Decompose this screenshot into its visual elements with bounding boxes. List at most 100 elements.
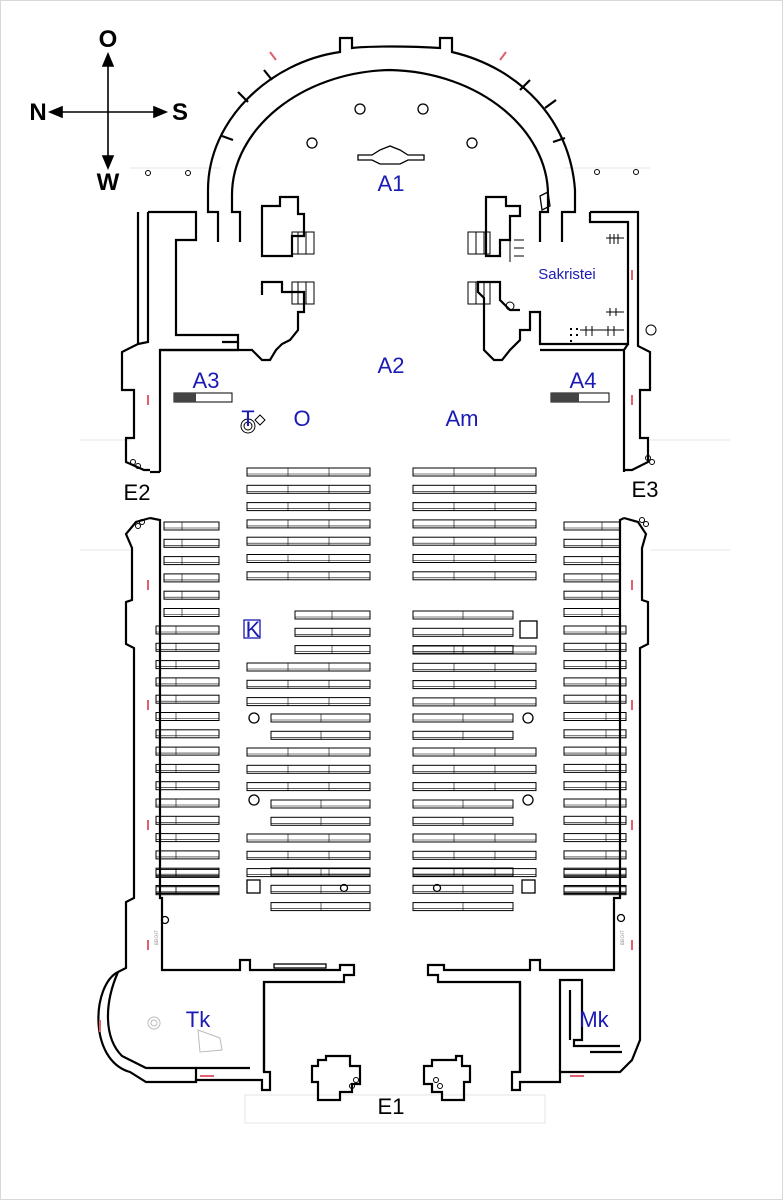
pew [563, 729, 627, 739]
square-pillar [521, 879, 536, 894]
pew [294, 610, 371, 620]
pew [163, 608, 220, 617]
entrance-e1-left-pier [310, 1054, 362, 1102]
choir-stalls [291, 231, 491, 305]
pew [155, 746, 220, 756]
pillar-icon [339, 883, 349, 893]
pew [246, 679, 371, 689]
pew [563, 815, 627, 825]
pew [563, 660, 627, 670]
north-nave-wall [97, 516, 356, 1092]
compass-south-label: W [97, 169, 120, 196]
area-label-sakristei: Sakristei [538, 266, 596, 283]
pew [155, 815, 220, 825]
pew [270, 799, 371, 809]
pew [412, 764, 537, 774]
pew [155, 677, 220, 687]
pew [563, 868, 627, 878]
pew [246, 484, 371, 494]
south-chamber [484, 195, 522, 258]
pew [563, 590, 621, 600]
pew [270, 867, 371, 877]
k-box [243, 619, 261, 639]
pew [412, 571, 537, 581]
apse-outer-wall [206, 36, 577, 242]
pew [563, 573, 621, 583]
pew [563, 763, 627, 773]
pillar-icon [248, 794, 260, 806]
pew [155, 763, 220, 773]
pew [412, 833, 537, 843]
pillar-icon [432, 883, 442, 893]
area-label-a3: A3 [193, 368, 220, 393]
pew [563, 642, 627, 652]
pew [163, 538, 220, 548]
pillar-icon [354, 103, 366, 115]
compass-west-label: N [29, 99, 46, 126]
pew [246, 747, 371, 757]
pew [163, 573, 220, 583]
pews [155, 467, 627, 912]
pew [563, 712, 627, 721]
pew [246, 571, 371, 581]
pew [563, 886, 627, 896]
square-pillar [246, 879, 261, 894]
pew [270, 816, 371, 826]
pew [412, 519, 537, 529]
pew [155, 781, 220, 791]
compass-rose [47, 51, 169, 171]
altar [357, 145, 425, 165]
pew [294, 627, 371, 637]
pew [563, 746, 627, 756]
pew [412, 554, 537, 563]
pew [270, 902, 371, 912]
area-label-o: O [293, 406, 310, 431]
pew [412, 484, 537, 494]
baptismal-font-icon [240, 414, 266, 434]
area-label-mk: Mk [579, 1007, 609, 1032]
pew [412, 697, 537, 707]
area-label-tk: Tk [186, 1007, 211, 1032]
pew [155, 694, 220, 704]
pew [412, 467, 537, 477]
area-label-k: K [246, 617, 261, 642]
outer-small-circles [145, 169, 639, 176]
pew [246, 833, 371, 843]
walls [97, 36, 652, 1102]
entrance-e1-right-pier [422, 1054, 472, 1102]
area-label-a1: A1 [378, 171, 405, 196]
pillar-icon [417, 103, 429, 115]
pew [246, 502, 371, 512]
pew [270, 730, 371, 740]
pew [246, 467, 371, 477]
confessional-mark-right: BEICHT [620, 930, 625, 945]
area-label-am: Am [446, 406, 479, 431]
arrow-left-icon [47, 105, 63, 119]
pew [246, 764, 371, 774]
compass-east-label: S [172, 99, 188, 126]
pew [294, 645, 371, 655]
entrance-label-e1: E1 [378, 1094, 405, 1119]
area-label-a4: A4 [570, 368, 597, 393]
pillar-icon [522, 712, 534, 724]
nave-pillars [160, 619, 626, 969]
pew [563, 677, 627, 687]
pew [155, 850, 220, 860]
pew [412, 747, 537, 757]
pew [412, 502, 537, 512]
pew [563, 556, 621, 566]
door-circles [130, 455, 655, 1089]
pew [412, 850, 537, 860]
tk-details [147, 1016, 223, 1053]
pew [155, 886, 220, 896]
faint-context-lines [80, 167, 730, 1124]
pew [563, 608, 621, 617]
pew [412, 868, 537, 878]
pew [563, 625, 627, 635]
south-nave-wall [426, 516, 650, 1092]
pew [155, 712, 220, 721]
apse-fixtures [306, 103, 551, 211]
pew [563, 521, 621, 531]
pew [163, 590, 220, 600]
pew [412, 782, 537, 792]
